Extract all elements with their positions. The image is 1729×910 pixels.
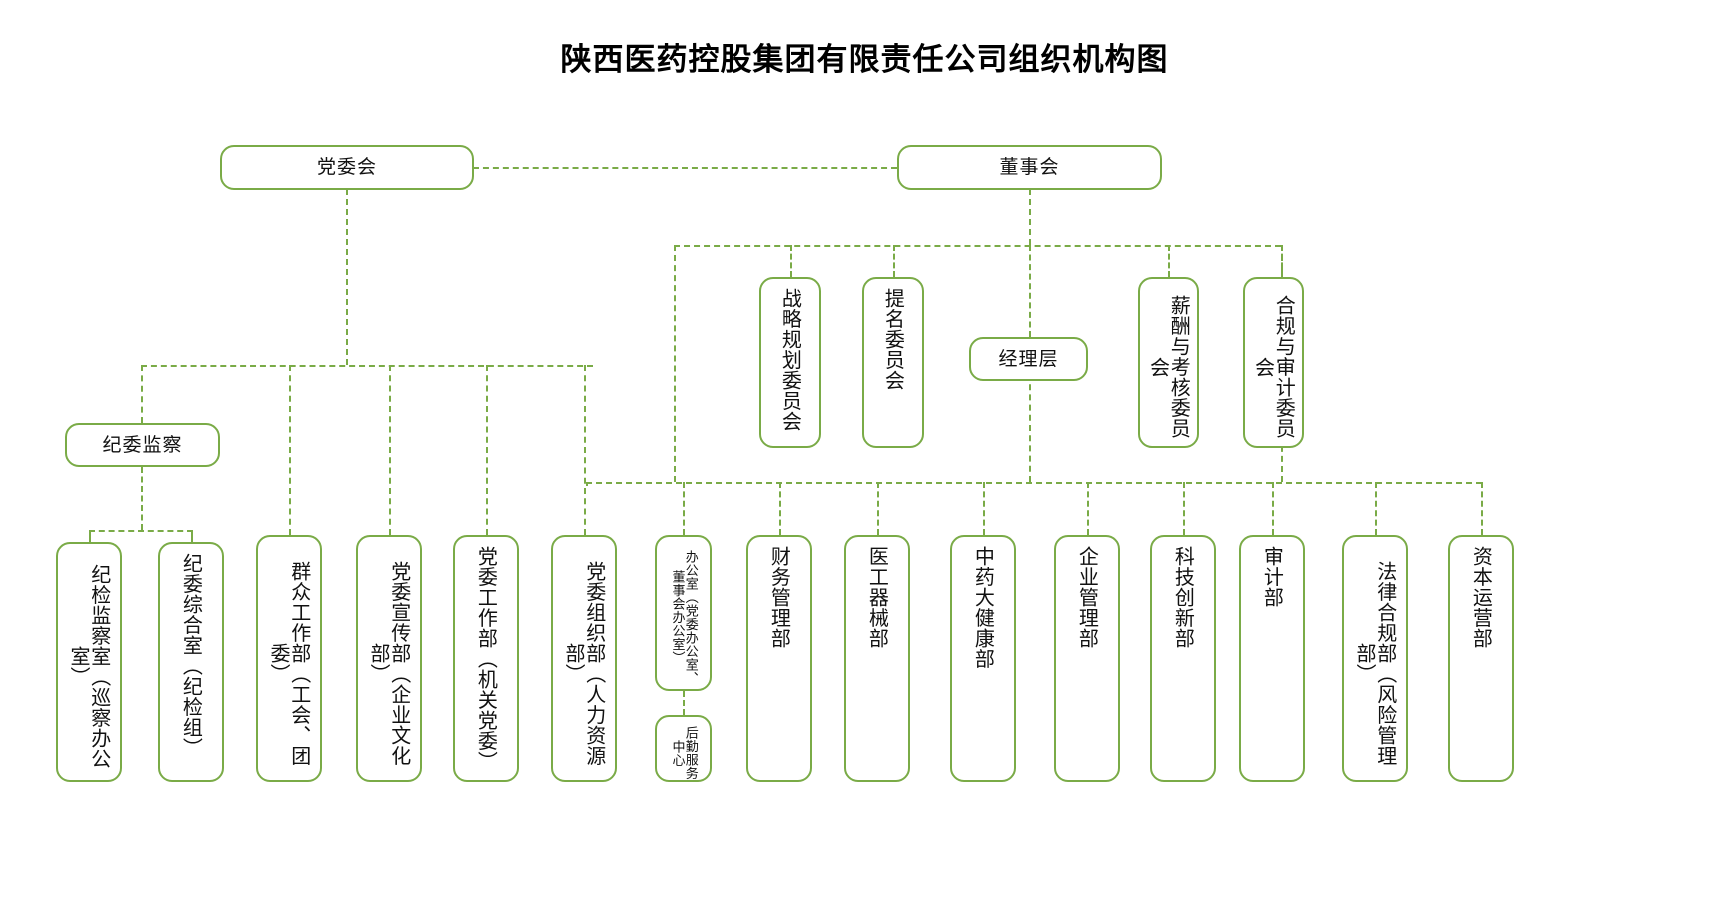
node-compliance-audit-committee[interactable]: 合规与审计委员会 xyxy=(1243,277,1304,448)
connector-office-to-logistics xyxy=(683,691,685,715)
connector-bus-link-party-org xyxy=(586,482,588,486)
node-science-technology-innovation-department[interactable]: 科技创新部 xyxy=(1150,535,1216,782)
connector-management-trunk xyxy=(1029,374,1031,482)
node-remuneration-appraisal-committee[interactable]: 薪酬与考核委员会 xyxy=(1138,277,1199,448)
connector-party-board xyxy=(473,167,897,169)
node-label: 财务管理部 xyxy=(767,546,792,649)
node-label: 党委宣传部（企业文化部） xyxy=(367,560,412,766)
node-party-organization-department[interactable]: 党委组织部（人力资源部） xyxy=(551,535,617,782)
node-label: 战略规划委员会 xyxy=(778,288,803,432)
node-party-work-department[interactable]: 党委工作部（机关党委） xyxy=(453,535,519,782)
page-title: 陕西医药控股集团有限责任公司组织机构图 xyxy=(560,42,1169,78)
node-discipline-inspection[interactable]: 纪委监察 xyxy=(65,423,220,467)
node-label: 审计部 xyxy=(1260,546,1285,608)
node-legal-compliance-department[interactable]: 法律合规部（风险管理部） xyxy=(1342,535,1408,782)
node-label: 法律合规部（风险管理部） xyxy=(1353,560,1398,766)
node-management-layer[interactable]: 经理层 xyxy=(969,337,1088,381)
connector-drop-discipline-general xyxy=(191,530,193,542)
node-discipline-inspection-office[interactable]: 纪检监察室（巡察办公室） xyxy=(56,542,122,782)
connector-drop-discipline-office xyxy=(89,530,91,542)
node-strategy-planning-committee[interactable]: 战略规划委员会 xyxy=(759,277,821,448)
connector-party-bus xyxy=(141,365,593,367)
connector-board-trunk xyxy=(1029,189,1031,245)
connector-drop-enterprise-management xyxy=(1087,482,1089,535)
node-label: 纪检监察室（巡察办公室） xyxy=(67,564,112,769)
connector-party-trunk xyxy=(346,189,348,365)
node-label: 党委组织部（人力资源部） xyxy=(562,560,607,766)
node-capital-operation-department[interactable]: 资本运营部 xyxy=(1448,535,1514,782)
node-label: 合规与审计委员会 xyxy=(1251,295,1297,439)
connector-drop-general-office xyxy=(683,482,685,535)
node-label: 企业管理部 xyxy=(1075,546,1100,649)
node-label: 经理层 xyxy=(998,347,1059,370)
node-medical-equipment-department[interactable]: 医工器械部 xyxy=(844,535,910,782)
connector-drop-publicity xyxy=(389,365,391,535)
node-nomination-committee[interactable]: 提名委员会 xyxy=(862,277,924,448)
node-audit-department[interactable]: 审计部 xyxy=(1239,535,1305,782)
node-label: 后勤服务中心 xyxy=(669,726,698,780)
connector-drop-remuneration xyxy=(1168,245,1170,277)
node-tcm-health-department[interactable]: 中药大健康部 xyxy=(950,535,1016,782)
node-finance-management-department[interactable]: 财务管理部 xyxy=(746,535,812,782)
node-label: 群众工作部（工会、团委） xyxy=(267,560,312,766)
node-label: 纪委综合室（纪检组） xyxy=(179,553,204,758)
connector-board-to-management xyxy=(1029,245,1031,337)
connector-drop-medical-equipment xyxy=(877,482,879,535)
node-label: 中药大健康部 xyxy=(971,546,996,669)
connector-drop-legal-compliance xyxy=(1375,482,1377,535)
connector-discipline-bus xyxy=(89,530,193,532)
connector-drop-capital-operation xyxy=(1481,482,1483,535)
node-mass-work-department[interactable]: 群众工作部（工会、团委） xyxy=(256,535,322,782)
node-label: 科技创新部 xyxy=(1171,546,1196,649)
node-label: 办公室（党委办公室、董事会办公室） xyxy=(669,550,698,685)
node-label: 纪委监察 xyxy=(102,433,183,456)
node-party-publicity-department[interactable]: 党委宣传部（企业文化部） xyxy=(356,535,422,782)
connector-drop-nomination xyxy=(893,245,895,277)
node-logistics-service-center[interactable]: 后勤服务中心 xyxy=(655,715,712,782)
node-label: 党委会 xyxy=(316,156,377,179)
connector-drop-strategy xyxy=(790,245,792,277)
connector-drop-audit xyxy=(1272,482,1274,535)
node-label: 薪酬与考核委员会 xyxy=(1146,295,1192,439)
connector-department-bus xyxy=(586,482,1482,484)
connector-board-bus xyxy=(674,245,1281,247)
node-board-of-directors[interactable]: 董事会 xyxy=(897,145,1162,190)
connector-drop-finance xyxy=(779,482,781,535)
connector-drop-mass-work xyxy=(289,365,291,535)
node-label: 董事会 xyxy=(999,156,1060,179)
node-party-committee[interactable]: 党委会 xyxy=(220,145,474,190)
connector-drop-party-org xyxy=(584,365,586,535)
node-label: 党委工作部（机关党委） xyxy=(474,546,499,772)
connector-drop-tcm-health xyxy=(983,482,985,535)
node-label: 医工器械部 xyxy=(865,546,890,649)
connector-board-left-riser xyxy=(674,245,676,482)
node-label: 资本运营部 xyxy=(1469,546,1494,649)
connector-drop-party-work xyxy=(486,365,488,535)
node-general-office[interactable]: 办公室（党委办公室、董事会办公室） xyxy=(655,535,712,691)
connector-drop-sci-tech xyxy=(1183,482,1185,535)
connector-discipline-trunk xyxy=(141,467,143,530)
node-enterprise-management-department[interactable]: 企业管理部 xyxy=(1054,535,1120,782)
node-label: 提名委员会 xyxy=(881,288,906,391)
connector-drop-discipline xyxy=(141,365,143,423)
node-discipline-general-office[interactable]: 纪委综合室（纪检组） xyxy=(158,542,224,782)
